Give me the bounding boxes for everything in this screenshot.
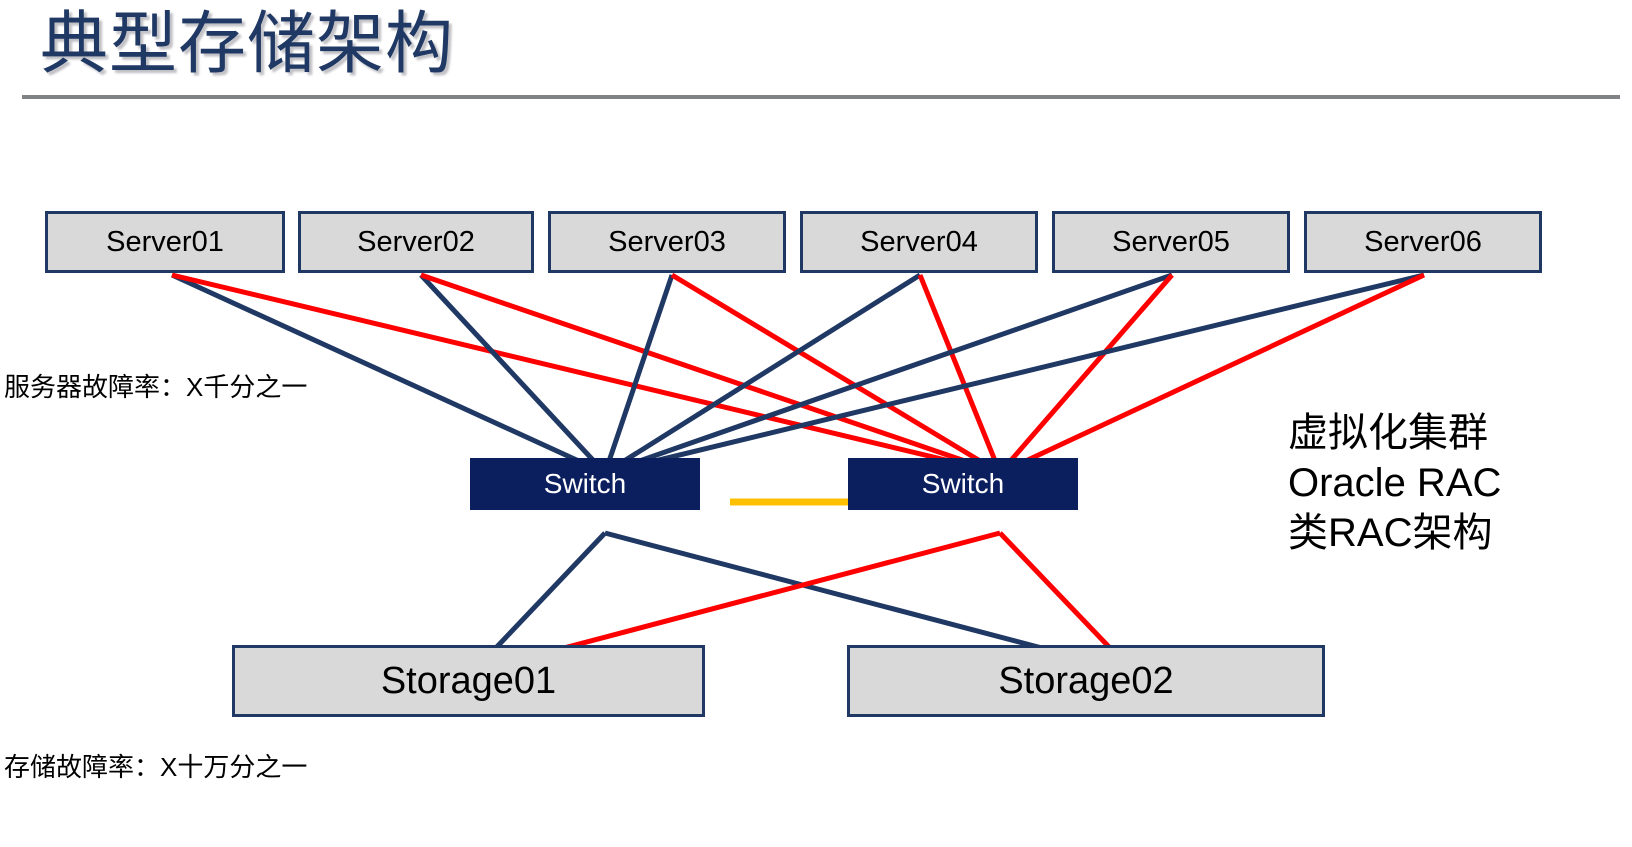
server-node-label: Server06 xyxy=(1364,225,1482,258)
storage-node-label: Storage02 xyxy=(998,659,1174,702)
link-server4-switch1 xyxy=(603,272,922,476)
connection-lines xyxy=(170,272,1426,675)
storage-node-label: Storage01 xyxy=(380,659,557,702)
link-server6-switch2 xyxy=(998,272,1426,476)
storage-node-1[interactable]: Storage01 xyxy=(232,645,705,717)
server-node-label: Server01 xyxy=(106,225,224,258)
cluster-note-line-1: 虚拟化集群 xyxy=(1288,411,1488,455)
server-node-label: Server03 xyxy=(608,225,726,258)
server-node-1[interactable]: Server01 xyxy=(45,211,285,273)
cluster-note-line-3: 类RAC架构 xyxy=(1288,511,1493,555)
link-server1-switch1 xyxy=(170,272,607,476)
switch-node-1[interactable]: Switch xyxy=(470,458,700,510)
server-node-label: Server05 xyxy=(1112,225,1230,258)
cluster-note-line-2: Oracle RAC xyxy=(1288,461,1502,505)
link-server6-switch1 xyxy=(604,272,1425,476)
link-server5-switch1 xyxy=(604,272,1173,476)
link-server1-switch2 xyxy=(171,272,1001,476)
link-server5-switch2 xyxy=(998,273,1174,475)
storage-failure-rate-label: 存储故障率：X十万分之一 xyxy=(4,752,308,782)
server-failure-rate-label: 服务器故障率：X千分之一 xyxy=(4,372,308,402)
switch-node-2[interactable]: Switch xyxy=(848,458,1078,510)
storage-node-2[interactable]: Storage02 xyxy=(847,645,1325,717)
link-server4-switch2 xyxy=(917,274,1003,474)
cluster-architecture-note: 虚拟化集群 Oracle RAC 类RAC架构 xyxy=(1288,408,1501,558)
page-title: 典型存储架构 xyxy=(40,6,455,82)
server-node-label: Server02 xyxy=(357,225,475,258)
switch-node-label: Switch xyxy=(543,468,627,499)
link-server2-switch1 xyxy=(419,273,607,475)
server-node-2[interactable]: Server02 xyxy=(298,211,534,273)
link-server3-switch1 xyxy=(602,274,675,474)
link-server2-switch2 xyxy=(420,272,1001,476)
switch-node-label: Switch xyxy=(921,468,1005,499)
link-server3-switch2 xyxy=(670,272,1002,476)
server-node-5[interactable]: Server05 xyxy=(1052,211,1290,273)
server-node-4[interactable]: Server04 xyxy=(800,211,1038,273)
server-node-6[interactable]: Server06 xyxy=(1304,211,1542,273)
server-node-label: Server04 xyxy=(860,225,978,258)
server-node-3[interactable]: Server03 xyxy=(548,211,786,273)
title-divider xyxy=(22,95,1620,99)
